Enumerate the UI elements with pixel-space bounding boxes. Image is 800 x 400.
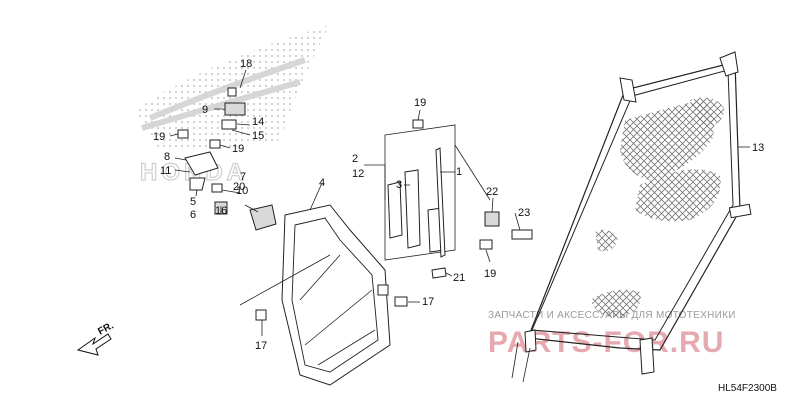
- watermark-logo: PARTS-FOR.RU: [488, 326, 724, 359]
- callout-21: 21: [453, 272, 465, 284]
- callout-9: 9: [202, 104, 208, 116]
- hinge-7: [249, 204, 277, 231]
- grommet-14: [221, 119, 237, 130]
- callout-23: 23: [518, 207, 530, 219]
- callout-14: 14: [252, 116, 264, 128]
- upper-bracket-group: [177, 87, 277, 231]
- rail-assembly: [255, 119, 533, 321]
- bracket-9: [224, 102, 246, 116]
- callout-7: 7: [240, 171, 246, 183]
- callout-3: 3: [396, 179, 402, 191]
- callout-16: 16: [215, 205, 227, 217]
- callout-22: 22: [486, 186, 498, 198]
- front-arrow-icon: [76, 333, 112, 356]
- callout-6: 6: [190, 209, 196, 221]
- nut-19b: [177, 129, 189, 139]
- callout-5: 5: [190, 196, 196, 208]
- callout-4: 4: [319, 177, 325, 189]
- callout-20: 20: [233, 181, 245, 193]
- callout-1: 1: [456, 166, 462, 178]
- callout-8: 8: [164, 151, 170, 163]
- diagram-code: HL54F2300B: [718, 383, 777, 394]
- collar-5: [189, 177, 206, 191]
- callout-18: 18: [240, 58, 252, 70]
- callouts: 18 9 14 15 19 19 8 11 5 6 20 16 7 10 4 1…: [153, 58, 764, 352]
- callout-17-right: 17: [422, 296, 434, 308]
- front-direction: FR.: [76, 320, 116, 356]
- leader-lines: [169, 69, 750, 336]
- callout-19-mid: 19: [232, 143, 244, 155]
- front-label: FR.: [96, 320, 116, 337]
- callout-17-bottom: 17: [255, 340, 267, 352]
- callout-2: 2: [352, 153, 358, 165]
- bolt-18: [227, 87, 237, 97]
- callout-19-right: 19: [484, 268, 496, 280]
- callout-19-top: 19: [414, 97, 426, 109]
- callout-11: 11: [160, 165, 171, 177]
- side-panel-4: [281, 204, 391, 386]
- callout-15: 15: [252, 130, 264, 142]
- callout-10: 10: [236, 185, 248, 197]
- callout-12: 12: [352, 168, 364, 180]
- callout-13: 13: [752, 142, 764, 154]
- nut-19: [209, 139, 221, 149]
- washer-20: [211, 183, 223, 193]
- callout-19-left: 19: [153, 131, 165, 143]
- net-assembly: [511, 51, 752, 383]
- stay-8: [184, 151, 219, 176]
